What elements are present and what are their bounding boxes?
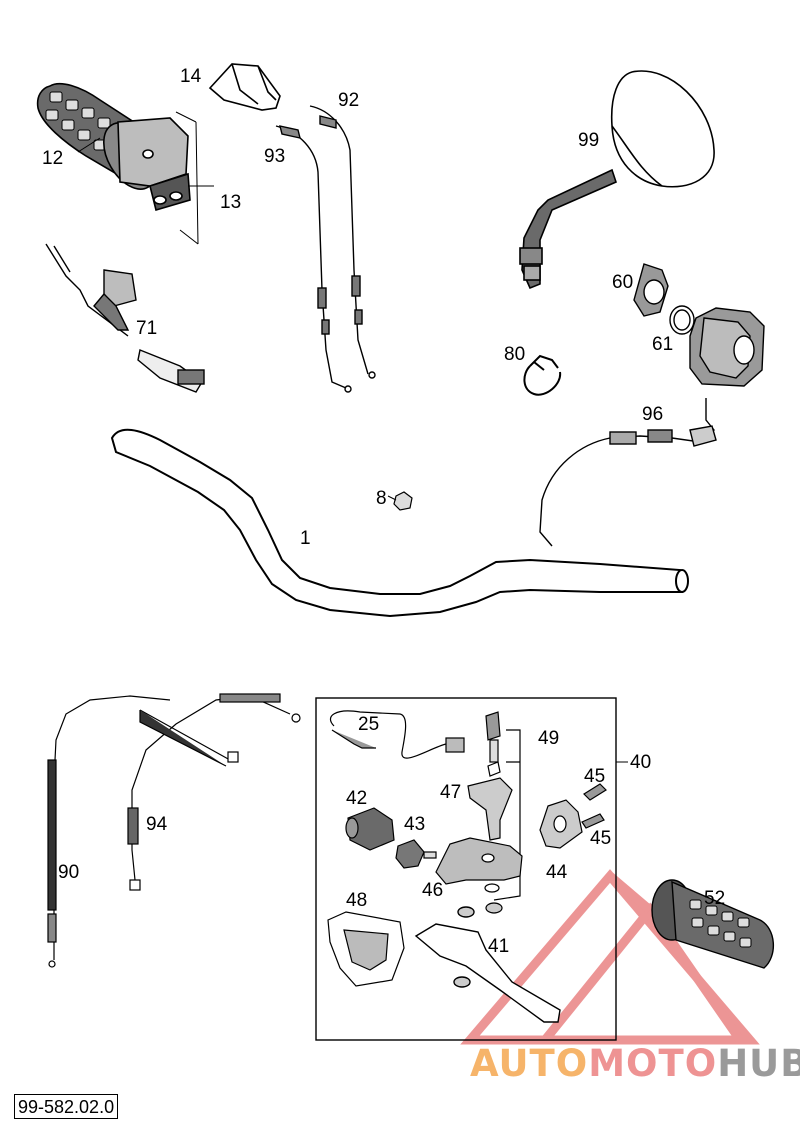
part-92-93-throttle-cables [275, 105, 376, 393]
callout-44: 44 [546, 862, 568, 883]
diagram-reference-number: 99-582.02.0 [14, 1094, 119, 1119]
part-12-throttle-grip [36, 82, 191, 212]
callout-8: 8 [376, 488, 387, 509]
callout-45-top: 45 [584, 766, 605, 787]
callout-14: 14 [180, 66, 202, 87]
callout-52: 52 [704, 888, 725, 909]
callout-60: 60 [612, 272, 633, 293]
part-8-nut [393, 491, 413, 511]
leader-8 [387, 495, 397, 501]
part-49-bolt [485, 711, 521, 901]
part-14-cover [208, 63, 281, 111]
callout-94: 94 [146, 814, 168, 835]
callout-40: 40 [630, 752, 651, 773]
callout-43: 43 [404, 814, 425, 835]
callout-48: 48 [346, 890, 367, 911]
callout-92: 92 [338, 90, 359, 111]
watermark-part2: MOTO [588, 1042, 718, 1085]
watermark-part1: AUTO [470, 1042, 589, 1085]
callout-45-bottom: 45 [590, 828, 611, 849]
watermark-logo-text: AUTOMOTOHUB [470, 1044, 800, 1084]
part-61-switch-housing [689, 307, 765, 387]
part-41-brake-lever [414, 906, 561, 1023]
part-40-group-box [315, 697, 617, 1041]
callout-12: 12 [42, 148, 63, 169]
callout-99: 99 [578, 130, 599, 151]
callout-1: 1 [300, 528, 311, 549]
callout-71: 71 [136, 318, 157, 339]
part-96-choke-cable [539, 398, 717, 547]
callout-47: 47 [440, 782, 461, 803]
callout-96: 96 [642, 404, 663, 425]
callout-90: 90 [58, 862, 79, 883]
part-80-hose-clamp [523, 354, 562, 396]
callout-49: 49 [538, 728, 559, 749]
part-1-handlebar [110, 428, 689, 618]
callout-46: 46 [422, 880, 443, 901]
part-71-kill-switch [45, 243, 205, 393]
part-43-adjuster-knob [395, 839, 437, 869]
part-52-left-grip [651, 879, 775, 969]
callout-42: 42 [346, 788, 367, 809]
watermark-part3: HUB [717, 1042, 800, 1085]
leader-12 [77, 137, 101, 153]
part-25-switch-wire [329, 710, 465, 759]
part-46-lever-body [435, 837, 523, 914]
callout-80: 80 [504, 344, 525, 365]
part-90-clutch-cable [47, 695, 171, 968]
callout-13: 13 [220, 192, 241, 213]
callout-93: 93 [264, 146, 285, 167]
part-42-adjuster [345, 807, 395, 851]
part-44-clamp [539, 799, 583, 849]
callout-61: 61 [652, 334, 673, 355]
part-13-bracket-lines [175, 111, 214, 245]
part-60-switch-plate [633, 263, 695, 335]
part-45-screws [581, 783, 607, 829]
part-94-cable [127, 693, 301, 891]
part-48-cover [327, 911, 405, 987]
callout-25: 25 [358, 714, 379, 735]
part-99-mirror [519, 70, 715, 290]
part-47-pivot-plate [467, 777, 513, 841]
callout-41: 41 [488, 936, 509, 957]
